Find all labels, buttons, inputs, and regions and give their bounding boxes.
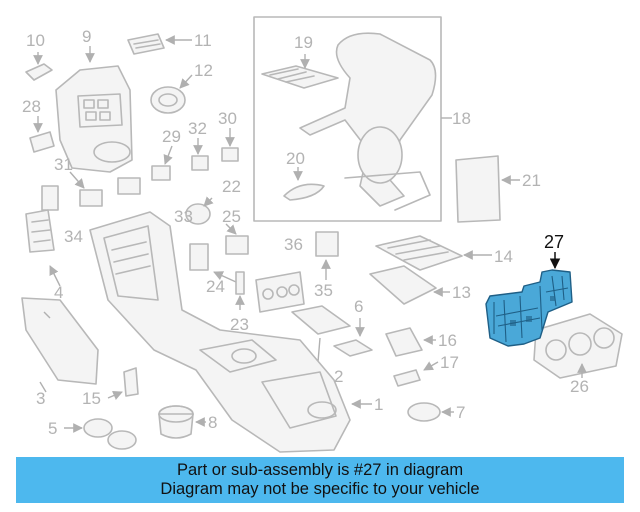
part-33 [185,196,214,225]
part-36 [255,271,305,313]
part-3-side-trim [21,297,99,393]
part-24-lighter [189,243,237,283]
part-20 [283,167,325,201]
part-25 [225,223,249,255]
part-5-mesh [64,418,137,450]
callout-23: 23 [230,315,249,334]
callout-18: 18 [452,109,471,128]
callout-19: 19 [294,33,313,52]
part-29 [151,145,173,181]
part-17 [393,361,439,387]
callout-36: 36 [284,235,303,254]
part-9-bezel [55,46,133,173]
part-19-armrest-pad [261,54,339,89]
callout-3: 3 [36,389,45,408]
part-knob [41,185,59,211]
callout-4: 4 [54,283,63,302]
part-12 [150,74,193,114]
callout-1: 1 [374,395,383,414]
part-13-mat [369,265,450,305]
callout-20: 20 [286,149,305,168]
part-15-clip [107,367,139,400]
part-8-cup [158,405,206,439]
part-23 [235,271,245,310]
callout-17: 17 [440,353,459,372]
center-console [89,211,372,453]
callout-10: 10 [26,31,45,50]
callout-30: 30 [218,109,237,128]
callout-9: 9 [82,27,91,46]
callout-33: 33 [174,207,193,226]
callout-15: 15 [82,389,101,408]
part-21 [455,155,520,223]
callout-26: 26 [570,377,589,396]
part-16 [385,327,436,357]
callout-14: 14 [494,247,513,266]
callout-25: 25 [222,207,241,226]
callout-2: 2 [334,367,343,386]
callout-28: 28 [22,97,41,116]
callout-13: 13 [452,283,471,302]
part-35 [315,231,339,280]
part-11 [127,33,192,55]
callout-8: 8 [208,413,217,432]
callout-7: 7 [456,403,465,422]
armrest-inset-frame [253,16,442,222]
callout-27: 27 [544,232,564,252]
part-27-highlighted-bracket [485,252,573,347]
banner-line-2: Diagram may not be specific to your vehi… [160,480,480,498]
part-switch-pair [117,177,141,195]
part-26-climate-control [533,313,623,379]
part-30 [221,128,239,162]
part-34 [25,209,55,253]
part-6 [333,318,373,357]
callout-5: 5 [48,419,57,438]
info-banner: Part or sub-assembly is #27 in diagram D… [16,457,624,503]
part-31 [69,171,103,207]
callout-6: 6 [354,297,363,316]
callout-34: 34 [64,227,83,246]
part-32 [191,138,209,171]
callout-31: 31 [54,155,73,174]
banner-line-1: Part or sub-assembly is #27 in diagram [176,461,464,479]
part-14-mat [375,235,492,271]
callout-16: 16 [438,331,457,350]
callout-24: 24 [206,277,225,296]
callout-11: 11 [194,31,212,50]
part-10 [25,52,53,81]
armrest-body [299,32,437,211]
callout-29: 29 [162,127,181,146]
callout-35: 35 [314,281,333,300]
callout-21: 21 [522,171,541,190]
part-7 [407,402,454,422]
callout-12: 12 [194,61,213,80]
part-28 [29,116,55,153]
callout-32: 32 [188,119,207,138]
callout-22: 22 [222,177,241,196]
